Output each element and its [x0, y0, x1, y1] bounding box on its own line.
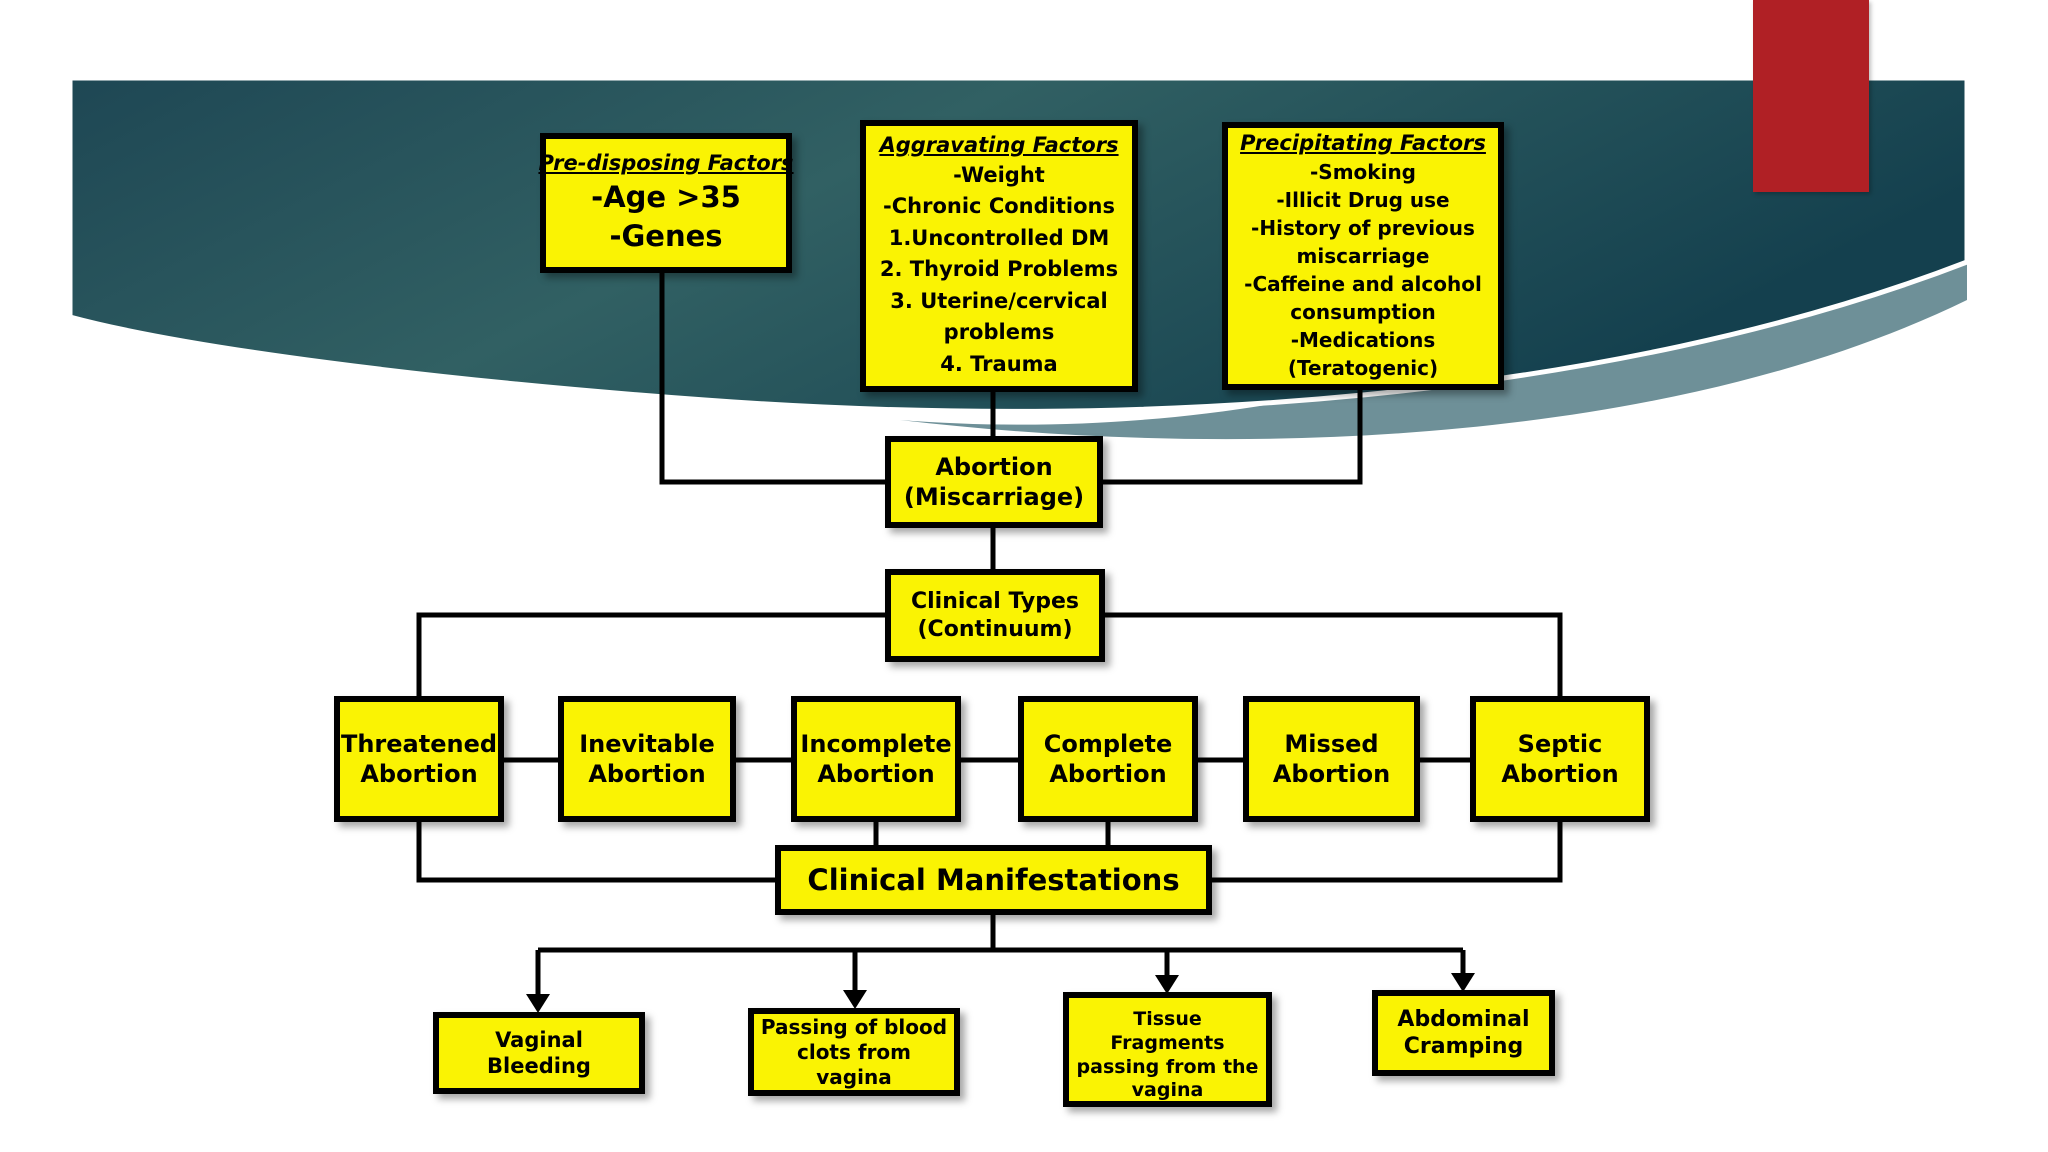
abortion-miscarriage-node: Abortion (Miscarriage)	[885, 436, 1103, 528]
threatened-abortion-node: Threatened Abortion	[334, 696, 504, 822]
incomplete-abortion-node: Incomplete Abortion	[791, 696, 961, 822]
predisposing-factors-items: -Age >35 -Genes	[591, 179, 741, 254]
aggravating-factors-box: Aggravating Factors -Weight -Chronic Con…	[860, 120, 1138, 392]
precipitating-factors-title: Precipitating Factors	[1240, 130, 1486, 155]
clinical-types-node: Clinical Types (Continuum)	[885, 569, 1105, 662]
inevitable-abortion-node: Inevitable Abortion	[558, 696, 736, 822]
arrowheads	[526, 973, 1475, 1013]
precipitating-factors-items: -Smoking -Illicit Drug use -History of p…	[1244, 160, 1482, 381]
blood-clots-node: Passing of blood clots from vagina	[748, 1008, 960, 1096]
septic-abortion-node: Septic Abortion	[1470, 696, 1650, 822]
accent-red-rectangle	[1753, 0, 1869, 192]
precipitating-factors-box: Precipitating Factors -Smoking -Illicit …	[1222, 122, 1504, 390]
vaginal-bleeding-node: Vaginal Bleeding	[433, 1012, 645, 1094]
abdominal-cramping-node: Abdominal Cramping	[1372, 990, 1555, 1076]
missed-abortion-node: Missed Abortion	[1243, 696, 1420, 822]
complete-abortion-node: Complete Abortion	[1018, 696, 1198, 822]
aggravating-factors-title: Aggravating Factors	[879, 132, 1119, 157]
predisposing-factors-box: Pre-disposing Factors -Age >35 -Genes	[538, 133, 794, 273]
predisposing-factors-title: Pre-disposing Factors	[538, 150, 794, 175]
tissue-fragments-node: Tissue Fragments passing from the vagina	[1063, 992, 1272, 1107]
aggravating-factors-items: -Weight -Chronic Conditions 1.Uncontroll…	[879, 162, 1119, 376]
clinical-manifestations-node: Clinical Manifestations	[775, 845, 1212, 915]
